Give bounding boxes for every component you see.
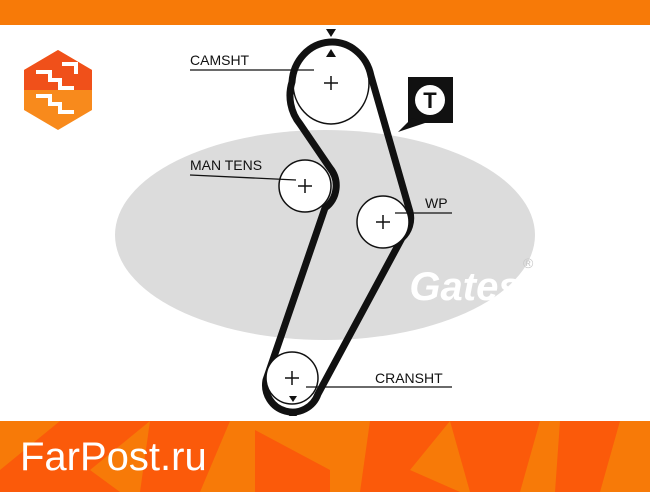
svg-text:T: T [423,88,437,113]
label-leaders [189,69,452,388]
svg-text:®: ® [523,255,534,271]
camshaft-label: CAMSHT [190,52,250,68]
camshaft-pulley [292,41,370,125]
man-tens-label: MAN TENS [190,157,262,173]
wp-label: WP [425,195,448,211]
gates-watermark: Gates ® [115,130,535,340]
svg-text:Gates: Gates [409,265,520,309]
water-pump-pulley [356,195,410,249]
tensioner-marker: T [398,77,453,132]
site-watermark: FarPost.ru [20,435,207,479]
top-band [0,0,650,25]
timing-marks [289,29,336,416]
crankshaft-pulley [265,351,319,405]
brand-logo [24,50,92,130]
manual-tensioner-pulley [278,159,332,213]
cranshaft-label: CRANSHT [375,370,443,386]
bottom-band [0,421,650,492]
